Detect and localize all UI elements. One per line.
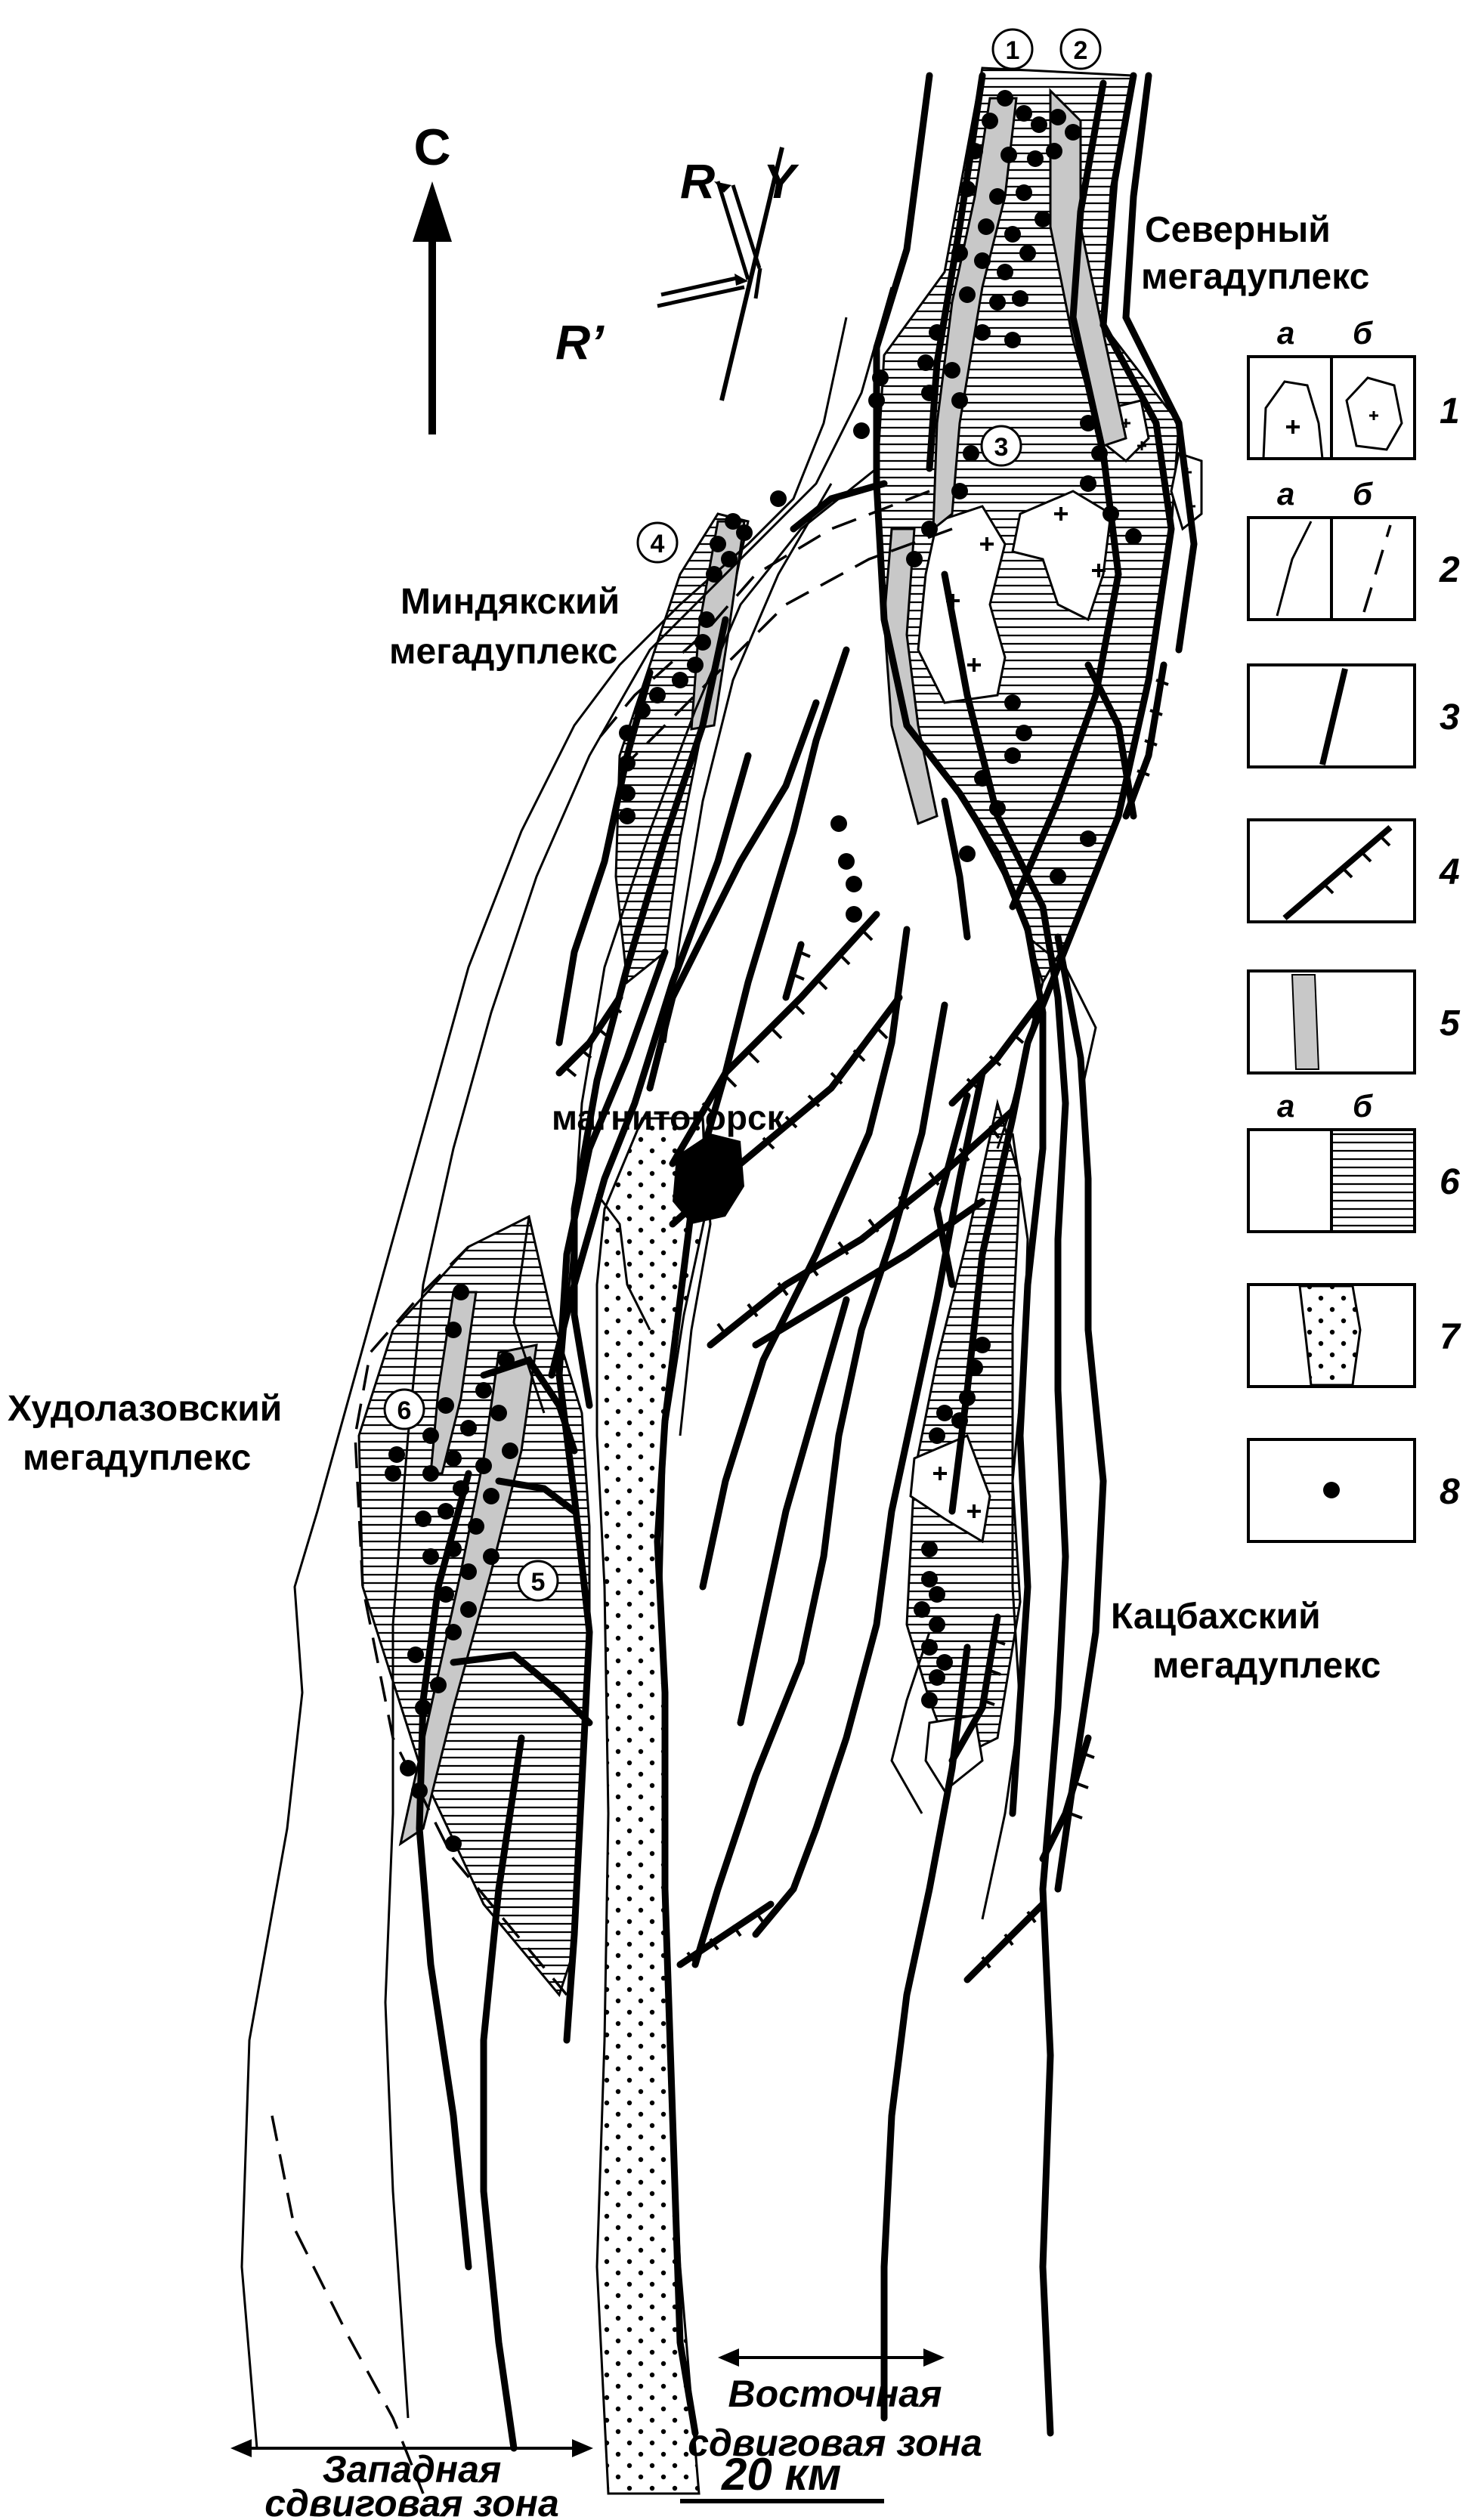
label-east-zone-1: Восточная [728, 2373, 942, 2415]
svg-text:а: а [1277, 315, 1294, 351]
city-label: магнитогорск [552, 1098, 785, 1137]
svg-text:б: б [1353, 315, 1373, 351]
intrusion-north-b [1011, 490, 1112, 622]
dotted-basin [595, 1117, 708, 2495]
label-khudolaz-megaduplex-1: Худолазовский [8, 1389, 282, 1429]
svg-text:4: 4 [651, 530, 665, 558]
label-mindyak-megaduplex-2: мегадуплекс [389, 632, 617, 672]
label-north-megaduplex-2: мегадуплекс [1141, 257, 1369, 297]
legend-item-4: 4 [1247, 818, 1460, 923]
gray-belt-mindyak [690, 520, 746, 731]
deposit-points [385, 90, 1142, 1852]
legend-item-8: 8 [1247, 1438, 1460, 1543]
svg-text:1: 1 [1006, 36, 1020, 65]
north-arrow: С [413, 119, 452, 434]
label-mindyak-megaduplex-1: Миндякский [400, 582, 620, 622]
faults [416, 72, 1198, 2452]
svg-text:R: R [680, 154, 715, 209]
label-west-zone-2: сдвиговая зона [264, 2482, 559, 2520]
svg-text:6: 6 [1440, 1162, 1460, 1202]
label-katsbakh-megaduplex-1: Кацбахский [1111, 1597, 1321, 1637]
city-feature [595, 1193, 651, 1331]
legend: а б 1 а б 2 3 [1247, 315, 1461, 1543]
intrusion-small-crosses [1121, 419, 1195, 511]
legend-item-2: а б 2 [1247, 476, 1460, 621]
gray-belt-north-1 [932, 97, 1018, 532]
svg-text:Y: Y [763, 154, 799, 209]
svg-text:5: 5 [531, 1568, 546, 1597]
intrusion-crosses [933, 507, 1106, 1518]
gray-belt-khudolaz-2 [429, 1291, 478, 1475]
svg-text:R’: R’ [555, 315, 605, 369]
svg-text:7: 7 [1440, 1317, 1461, 1357]
site-markers: 1 2 3 4 5 6 [383, 28, 1102, 1602]
west-shear-zone-marker [230, 2439, 593, 2457]
label-east-zone-2: сдвиговая зона [688, 2422, 982, 2464]
stress-diagram: R Y R’ [555, 147, 799, 401]
svg-text:а: а [1277, 1088, 1294, 1124]
intrusion-katsbakh [909, 1434, 991, 1544]
label-katsbakh-megaduplex-2: мегадуплекс [1152, 1646, 1381, 1686]
intrusion-north-a [917, 505, 1007, 704]
svg-text:8: 8 [1440, 1472, 1460, 1512]
legend-item-1: а б 1 [1247, 315, 1460, 460]
gray-belt-khudolaz-1 [398, 1343, 538, 1847]
legend-item-7: 7 [1247, 1283, 1461, 1388]
thin-contacts [240, 286, 1097, 2449]
svg-text:б: б [1353, 476, 1373, 512]
gray-belt-north-2 [1049, 88, 1127, 447]
label-north-megaduplex-1: Северный [1145, 210, 1331, 250]
label-west-zone-1: Западная [323, 2448, 502, 2491]
svg-text:1: 1 [1440, 391, 1460, 431]
svg-text:б: б [1353, 1088, 1373, 1124]
svg-text:5: 5 [1440, 1003, 1461, 1044]
svg-text:а: а [1277, 476, 1294, 512]
svg-text:6: 6 [397, 1396, 412, 1425]
legend-item-6: а б 6 [1247, 1088, 1460, 1233]
svg-text:2: 2 [1074, 36, 1088, 65]
legend-item-3: 3 [1247, 663, 1460, 768]
svg-text:4: 4 [1439, 852, 1460, 892]
svg-text:3: 3 [994, 433, 1009, 462]
city-marker [673, 1133, 744, 1224]
svg-text:С: С [413, 119, 450, 176]
svg-text:3: 3 [1440, 697, 1460, 737]
legend-item-5: 5 [1247, 969, 1461, 1074]
svg-text:20 км: 20 км [721, 2449, 841, 2500]
east-shear-zone-marker [718, 2348, 945, 2367]
dashed-contacts [271, 490, 953, 2494]
scale-bar: 20 км [680, 2449, 884, 2503]
label-khudolaz-megaduplex-2: мегадуплекс [23, 1438, 251, 1478]
svg-text:2: 2 [1439, 550, 1460, 590]
